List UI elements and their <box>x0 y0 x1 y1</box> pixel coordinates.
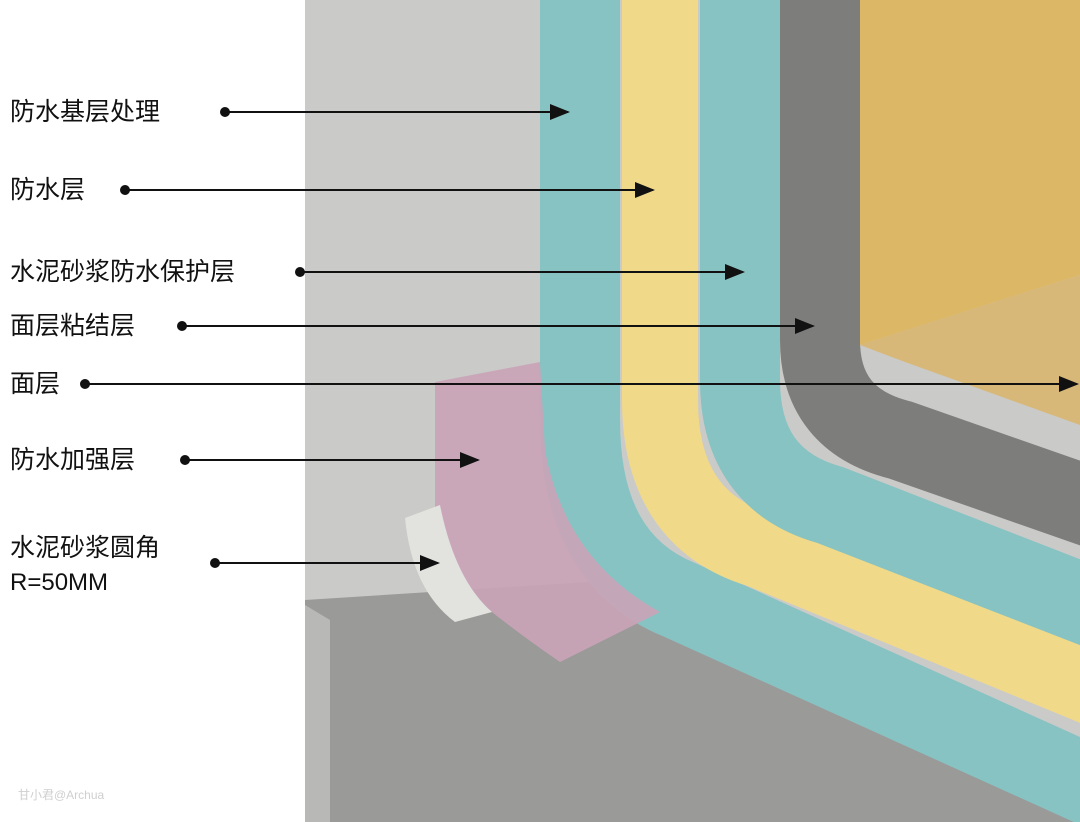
label-reinforcement-layer: 防水加强层 <box>10 445 136 474</box>
label-fillet-radius: R=50MM <box>10 569 109 596</box>
label-mortar-fillet: 水泥砂浆圆角 <box>10 533 161 562</box>
dot-surface-layer <box>80 379 90 389</box>
dot-base-treatment <box>220 107 230 117</box>
base-treatment-band <box>540 0 1080 822</box>
reinforcement-patch <box>435 362 660 662</box>
dot-waterproof-layer <box>120 185 130 195</box>
label-surface-layer: 面层 <box>10 369 61 398</box>
floor-slab <box>305 580 1080 822</box>
label-base-treatment: 防水基层处理 <box>10 97 161 126</box>
wood-floor-finish <box>860 275 1080 425</box>
watermark: 甘小君@Archua <box>18 788 105 802</box>
mortar-fillet-shape <box>405 505 492 622</box>
wood-wall-finish <box>860 0 1080 345</box>
mortar-protection-band <box>700 0 1080 646</box>
dot-reinforcement-layer <box>180 455 190 465</box>
label-mortar-protection-layer: 水泥砂浆防水保护层 <box>10 257 236 286</box>
label-waterproof-layer: 防水层 <box>10 175 86 204</box>
dot-mortar-fillet <box>210 558 220 568</box>
dot-surface-bonding-layer <box>177 321 187 331</box>
bonding-band <box>780 0 1080 546</box>
dot-mortar-protection-layer <box>295 267 305 277</box>
leader-lines <box>80 104 1079 571</box>
slab-edge <box>305 605 330 822</box>
label-surface-bonding-layer: 面层粘结层 <box>10 311 136 340</box>
waterproof-band <box>622 0 1080 723</box>
